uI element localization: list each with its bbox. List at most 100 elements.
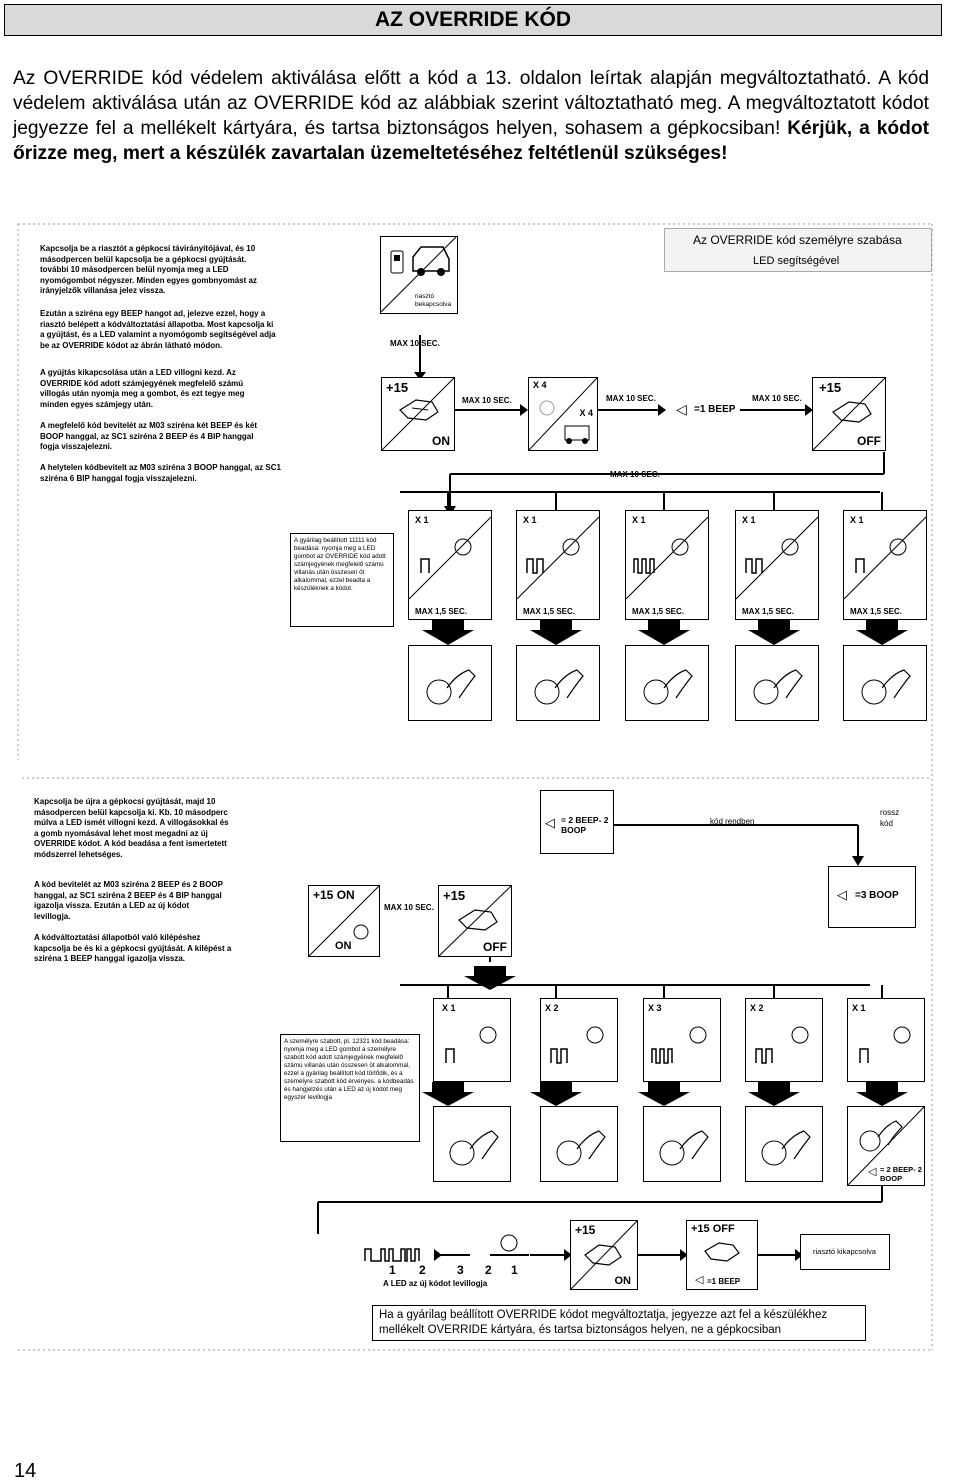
hand-press-icon (643, 669, 693, 705)
ignition-off-box-2: +15 OFF (438, 885, 512, 957)
instruction-text-3: A gyújtás kikapcsolása után a LED villog… (40, 368, 245, 409)
intro-paragraph: Az OVERRIDE kód védelem aktiválása előtt… (13, 66, 929, 166)
hand-press-icon (761, 1130, 811, 1166)
on-label-3: ON (614, 1275, 632, 1287)
led-pulse-icon (409, 516, 491, 600)
beep2boop2-label-2: = 2 BEEP- 2 BOOP (880, 1165, 922, 1183)
digit-5: 1 (511, 1263, 518, 1277)
personal-code-note: A személyre szabott, pl. 12321 kód beadá… (280, 1034, 420, 1142)
led-digit-box-5: X 1 (847, 998, 925, 1082)
plus15off-label: +15 OFF (691, 1223, 735, 1235)
plus15-label-2: +15 (819, 380, 842, 395)
max15-label: MAX 1,5 SEC. (742, 607, 795, 616)
plus15-label: +15 (386, 380, 409, 395)
instruction-text-2: Ezután a sziréna egy BEEP hangot ad, jel… (40, 309, 276, 350)
plus15-label-3: +15 (443, 888, 466, 903)
x1-label: X 1 (742, 515, 756, 525)
alarm-off-box: riasztó kikapcsolva (800, 1234, 890, 1270)
beep-boop-box: ◁ = 2 BEEP- 2 BOOP (540, 790, 614, 854)
personal-code-text: A személyre szabott, pl. 12321 kód beadá… (284, 1038, 414, 1101)
press-button-box-4 (735, 645, 819, 721)
ignition-on-off-box: +15 ON ON (308, 885, 380, 957)
key-hand-icon-2 (813, 378, 885, 450)
led-digit-box-2: X 2 (540, 998, 618, 1082)
x2-label: X 2 (750, 1003, 764, 1013)
max10-label-6: MAX 10 SEC. (384, 903, 434, 912)
off-label-2: OFF (483, 940, 507, 954)
led-button-car-icon (529, 378, 597, 450)
speaker-icon-5: ◁ (695, 1274, 704, 1286)
on-label: ON (432, 434, 450, 448)
x2-label: X 2 (545, 1003, 559, 1013)
hand-press-icon (753, 669, 803, 705)
instruction-text-6: Kapcsolja be újra a gépkocsi gyújtását, … (34, 797, 229, 859)
key-hand-icon-4 (571, 1221, 637, 1289)
max10-label-2: MAX 10 SEC. (462, 396, 512, 405)
speaker-icon-4: ◁ (868, 1166, 877, 1178)
digit-3: 3 (457, 1263, 464, 1277)
car-remote-icon (380, 236, 457, 313)
led-digit-box-1: X 1 (433, 998, 511, 1082)
key-hand-icon-3 (439, 886, 511, 956)
off-label: OFF (857, 434, 881, 448)
led-button-icon (309, 886, 379, 956)
led-blink-box-4: X 1 MAX 1,5 SEC. (735, 510, 819, 620)
plus15on-label: +15 ON (313, 888, 355, 902)
hand-press-icon (861, 669, 911, 705)
press-x4-box: X 4 X 4 (528, 377, 598, 451)
diagram-header-subtitle: LED segítségével (753, 255, 840, 267)
led-replay-label: A LED az új kódot levillogja (383, 1279, 488, 1288)
page-title: AZ OVERRIDE KÓD (4, 4, 942, 36)
digit-4: 2 (485, 1263, 492, 1277)
factory-code-note: A gyárilag beállított 11111 kód beadása:… (290, 533, 394, 627)
hand-press-icon (534, 669, 584, 705)
kod-rendben-label: kód rendben (710, 817, 755, 826)
hand-press-icon (449, 1130, 499, 1166)
max15-label: MAX 1,5 SEC. (850, 607, 903, 616)
led-replay-pulses (364, 1234, 518, 1262)
riaszto-ki-label: riasztó kikapcsolva (813, 1247, 876, 1256)
instruction-text-5: A helytelen kódbevitelt az M03 sziréna 3… (40, 463, 281, 483)
x3-label: X 3 (648, 1003, 662, 1013)
plus15-label-4: +15 (575, 1223, 596, 1237)
digit-1: 1 (389, 1263, 396, 1277)
press-button-box-5 (843, 645, 927, 721)
page-number: 14 (14, 1460, 37, 1482)
press-beep-box: ◁ = 2 BEEP- 2 BOOP (847, 1106, 925, 1186)
max15-label: MAX 1,5 SEC. (415, 607, 468, 616)
on-label-2: ON (335, 940, 352, 952)
max15-label: MAX 1,5 SEC. (632, 607, 685, 616)
led-pulse-icon (844, 516, 926, 600)
diagram-header: Az OVERRIDE kód személyre szabása LED se… (664, 228, 932, 272)
ignition-off-beep-box: +15 OFF ◁ =1 BEEP (686, 1220, 758, 1290)
intro-emphasis: Kérjük, a kódot őrizze meg, mert a készü… (13, 118, 929, 164)
press-button-box-3 (625, 645, 709, 721)
speaker-icon-2: ◁ (545, 815, 555, 830)
diagram-header-title: Az OVERRIDE kód személyre szabása (693, 233, 902, 247)
speaker-icon-3: ◁ (837, 887, 847, 902)
key-hand-icon (382, 378, 454, 450)
led-pulse-icon (651, 1026, 707, 1064)
led-code-replay-box: 1 2 3 2 1 A LED az új kódot levillogja (358, 1222, 530, 1288)
led-pulse-icon (859, 1026, 911, 1063)
max10-label-5: MAX 10 SEC. (610, 470, 660, 479)
led-pulse-icon (550, 1026, 604, 1064)
key-hand-icon-5 (704, 1242, 740, 1262)
final-note-text: Ha a gyárilag beállított OVERRIDE kódot … (379, 1309, 828, 1336)
led-digit-box-4: X 2 (745, 998, 823, 1082)
digit-2: 2 (419, 1263, 426, 1277)
instruction-text-1: Kapcsolja be a riasztót a gépkocsi távir… (40, 244, 257, 295)
led-blink-box-5: X 1 MAX 1,5 SEC. (843, 510, 927, 620)
hand-press-icon (659, 1130, 709, 1166)
x1-label: X 1 (523, 515, 537, 525)
x4-label-2: X 4 (579, 408, 593, 418)
instruction-text-7: A kód bevitelét az M03 sziréna 2 BEEP és… (34, 880, 223, 921)
remote-car-box: riasztó bekapcsolva (380, 236, 458, 314)
x1-label: X 1 (850, 515, 864, 525)
speaker-icon-1: ◁ (676, 401, 687, 417)
